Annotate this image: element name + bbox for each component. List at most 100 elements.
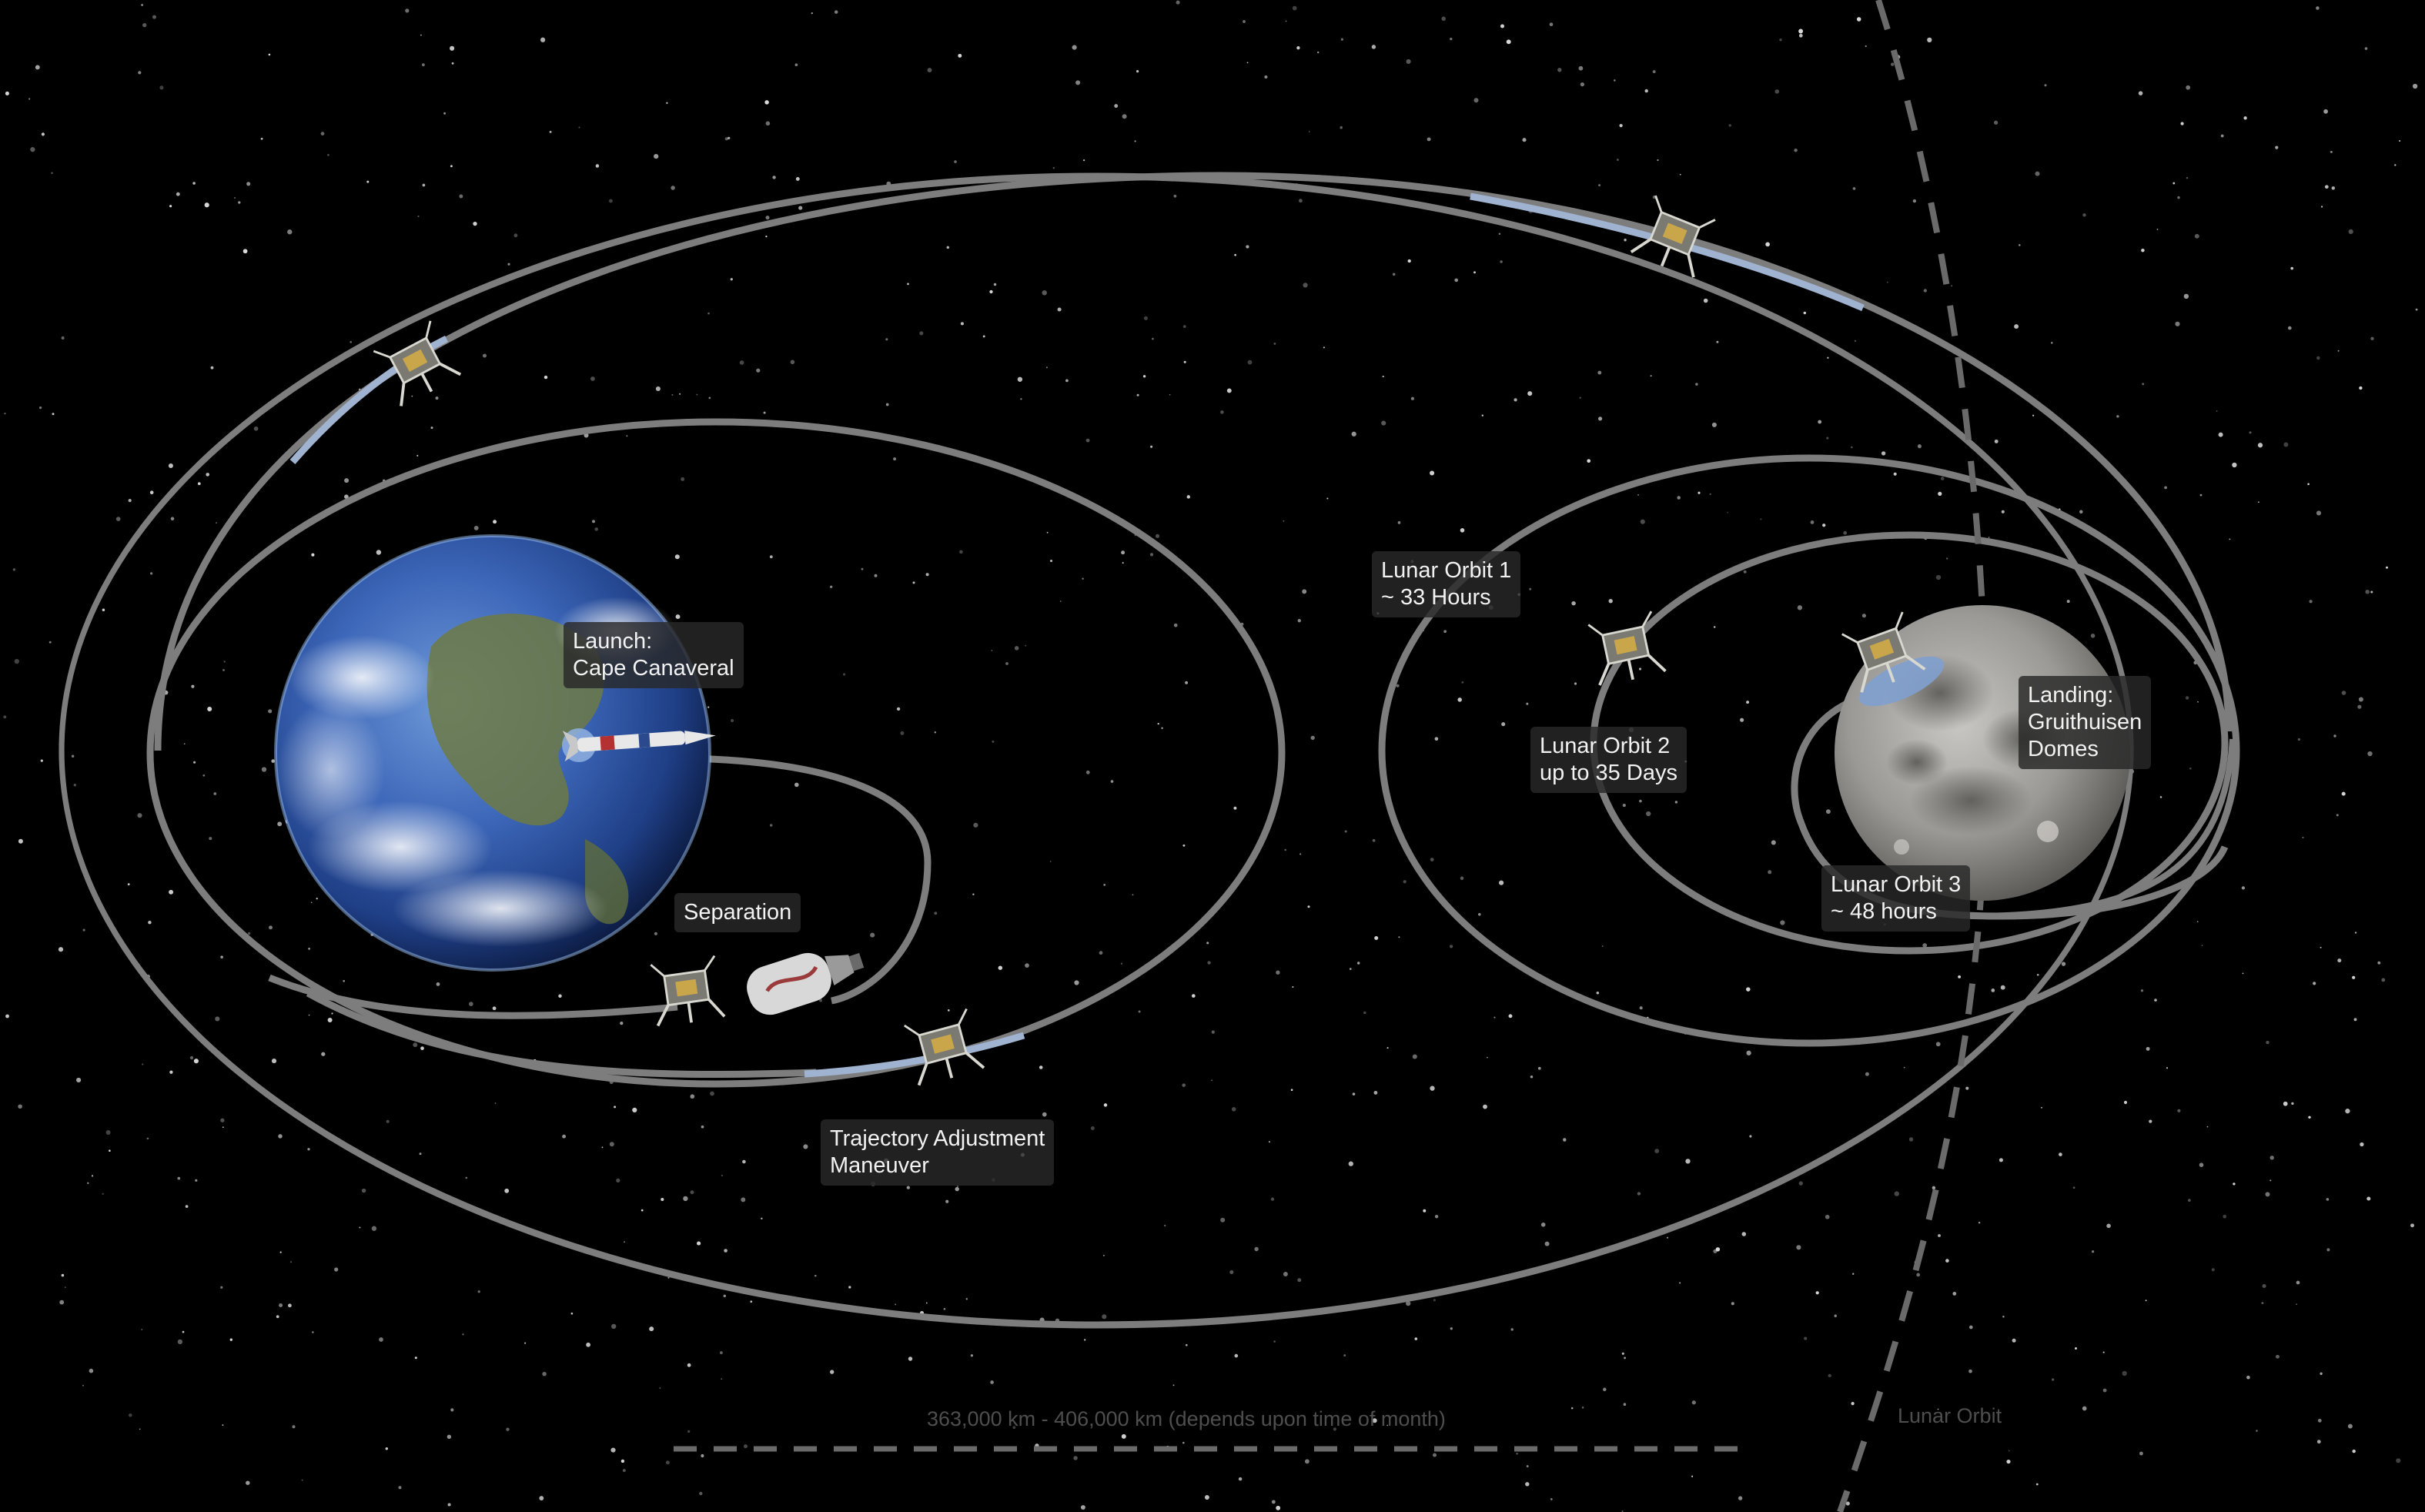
star: [2291, 1102, 2294, 1106]
star: [1173, 194, 1177, 198]
star: [1039, 1065, 1043, 1069]
star: [182, 1330, 185, 1333]
star: [2266, 1040, 2269, 1045]
star: [1774, 89, 1780, 94]
star: [1434, 1215, 1439, 1219]
star: [2186, 176, 2189, 179]
star: [206, 473, 210, 477]
star: [1544, 1241, 1550, 1246]
star: [1765, 242, 1770, 247]
star: [1958, 975, 1961, 978]
star: [2269, 1179, 2272, 1182]
star: [1506, 39, 1511, 45]
star: [958, 53, 962, 58]
star: [1080, 1505, 1085, 1510]
star: [417, 215, 420, 218]
star: [2102, 1388, 2107, 1393]
star: [1122, 562, 1124, 564]
star: [269, 925, 273, 930]
star: [115, 517, 121, 521]
star: [159, 85, 164, 90]
star: [1603, 1387, 1607, 1392]
star: [1323, 346, 1325, 349]
star: [620, 1021, 624, 1025]
star: [492, 1006, 497, 1011]
star: [1624, 1356, 1627, 1360]
star: [1372, 1418, 1377, 1423]
star: [728, 136, 731, 140]
star: [1172, 1384, 1175, 1387]
star: [2164, 486, 2168, 490]
star: [1234, 1353, 1239, 1358]
star: [1182, 1083, 1186, 1087]
star: [1183, 360, 1186, 363]
star: [934, 731, 937, 734]
star: [2353, 1018, 2357, 1022]
star: [1679, 173, 1681, 176]
star: [2211, 1268, 2215, 1272]
star: [307, 1148, 310, 1151]
star: [1768, 870, 1772, 875]
star: [2220, 134, 2224, 138]
star: [2276, 1354, 2280, 1359]
star: [730, 278, 733, 281]
star: [2265, 1192, 2270, 1197]
star: [71, 754, 75, 758]
star: [1103, 1103, 1108, 1107]
star: [2116, 415, 2119, 418]
star: [142, 22, 147, 28]
star: [1798, 33, 1803, 38]
launch-label-line1: Launch:: [573, 629, 653, 654]
star: [934, 912, 938, 915]
star: [2262, 1283, 2266, 1289]
star: [1500, 24, 1505, 28]
star: [1498, 880, 1504, 885]
star: [146, 1137, 149, 1140]
star: [1856, 17, 1861, 22]
star: [1074, 980, 1079, 985]
star: [416, 454, 419, 457]
star: [268, 53, 271, 56]
earth: [274, 534, 711, 972]
star: [649, 1326, 654, 1332]
star: [2396, 1458, 2401, 1463]
star: [1273, 342, 1276, 345]
launch-label-line2: Cape Canaveral: [573, 656, 734, 681]
star: [2347, 1423, 2353, 1429]
star: [1283, 520, 1285, 522]
star: [1403, 880, 1406, 884]
star: [803, 1144, 808, 1149]
star: [359, 1226, 361, 1229]
star: [1826, 437, 1829, 440]
star: [2352, 1449, 2356, 1453]
star: [1299, 853, 1302, 855]
star: [1350, 968, 1352, 970]
star: [2059, 1152, 2062, 1156]
star: [169, 1070, 173, 1074]
star: [2175, 321, 2180, 326]
star: [2359, 386, 2363, 390]
star: [1042, 1112, 1047, 1117]
star: [699, 1491, 703, 1496]
star: [2218, 432, 2223, 437]
star: [413, 1042, 418, 1048]
star: [12, 568, 16, 571]
star: [1779, 38, 1782, 42]
star: [215, 1016, 220, 1022]
star: [1340, 38, 1343, 41]
star: [1881, 451, 1886, 456]
star: [1493, 1016, 1496, 1019]
star: [1537, 1066, 1541, 1070]
star: [590, 376, 595, 381]
star: [1711, 422, 1717, 427]
star: [1085, 770, 1090, 774]
star: [1580, 82, 1585, 87]
star: [1851, 1402, 1855, 1406]
star: [2142, 383, 2145, 386]
star: [772, 176, 776, 179]
star: [885, 403, 889, 406]
star: [1652, 70, 1656, 74]
star: [2257, 443, 2263, 448]
star: [1731, 1302, 1734, 1306]
star: [1303, 283, 1308, 288]
